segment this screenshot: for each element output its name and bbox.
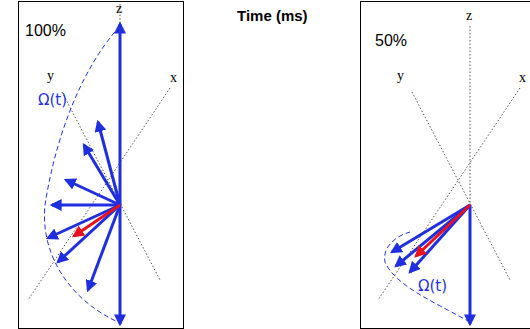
omega-label: Ω(t)	[38, 92, 67, 109]
red-vector	[416, 205, 470, 256]
axis-label: z	[116, 1, 122, 16]
vectors-right	[392, 205, 470, 324]
omega-curve	[44, 26, 120, 322]
axes-right	[378, 26, 520, 326]
omega-label: Ω(t)	[418, 278, 447, 295]
panel-box: 100%	[18, 1, 184, 329]
axis-label: y	[47, 68, 54, 83]
axis-label: x	[519, 70, 526, 85]
vectors-left	[48, 24, 120, 324]
axis-label: z	[466, 8, 472, 23]
percent-label: 100%	[25, 22, 66, 40]
axes-left	[28, 4, 170, 326]
axis-label: y	[397, 68, 404, 83]
percent-label: 50%	[375, 32, 407, 50]
heading: Time (ms)	[237, 8, 308, 25]
axis-label: x	[170, 70, 177, 85]
red-vector	[74, 205, 120, 236]
